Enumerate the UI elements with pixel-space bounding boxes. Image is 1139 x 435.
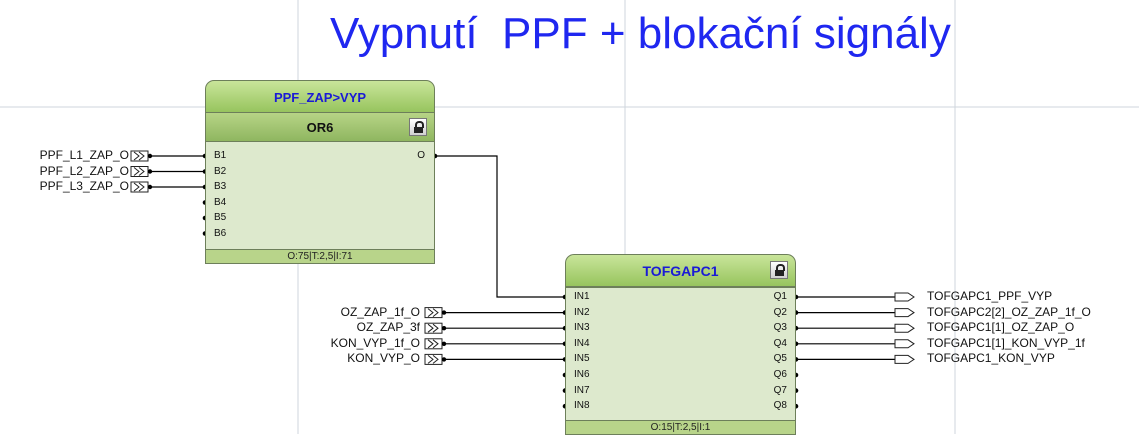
tofgapc1-block-body bbox=[565, 287, 796, 421]
tofgapc1-input-pin: IN2 bbox=[574, 306, 590, 318]
tofgapc1-output-pin: Q5 bbox=[773, 353, 787, 365]
tofgapc1-input-pin: IN3 bbox=[574, 322, 590, 334]
tofgapc1-output-signal-label: TOFGAPC2[2]_OZ_ZAP_1f_O bbox=[927, 304, 1091, 319]
tofgapc1-input-signal-label: KON_VYP_O bbox=[347, 351, 420, 366]
or6-block-body bbox=[205, 141, 435, 250]
tofgapc1-input-connector bbox=[424, 322, 447, 334]
tofgapc1-block-header: TOFGAPC1 bbox=[565, 254, 796, 287]
tofgapc1-output-pin: Q6 bbox=[773, 369, 787, 380]
or6-input-signal-label: PPF_L2_ZAP_O bbox=[39, 163, 129, 178]
tofgapc1-output-connector bbox=[894, 339, 915, 349]
tofgapc1-output-pin: Q3 bbox=[773, 322, 787, 334]
tofgapc1-input-pin: IN7 bbox=[574, 384, 590, 396]
lock-icon[interactable] bbox=[409, 118, 427, 136]
tofgapc1-input-pin: IN4 bbox=[574, 337, 590, 349]
wires bbox=[152, 155, 895, 360]
tofgapc1-output-pin: Q1 bbox=[773, 291, 787, 302]
tofgapc1-input-pin: IN8 bbox=[574, 400, 590, 412]
or6-input-pin: B1 bbox=[214, 150, 227, 161]
tofgapc1-input-pin: IN1 bbox=[574, 291, 590, 302]
tofgapc1-block-footer: O:15|T:2,5|I:1 bbox=[565, 421, 796, 435]
tofgapc1-block-title: TOFGAPC1 bbox=[642, 263, 719, 279]
lock-icon[interactable] bbox=[770, 261, 788, 279]
tofgapc1-input-pin: IN6 bbox=[574, 369, 590, 380]
tofgapc1-output-connector bbox=[894, 292, 915, 302]
or6-output-pin: O bbox=[417, 150, 425, 161]
or6-block-type: OR6 bbox=[306, 120, 334, 135]
or6-block-header: PPF_ZAP>VYP bbox=[205, 80, 435, 113]
page-title: Vypnutí PPF + blokační signály bbox=[330, 9, 951, 58]
tofgapc1-output-connector bbox=[894, 354, 915, 364]
tofgapc1-input-connector bbox=[424, 338, 447, 350]
or6-block-footer: O:75|T:2,5|I:71 bbox=[205, 250, 435, 264]
or6-input-connector bbox=[130, 181, 153, 193]
tofgapc1-output-pin: Q7 bbox=[773, 384, 787, 396]
tofgapc1-output-pin: Q2 bbox=[773, 306, 787, 318]
signal-connectors bbox=[130, 150, 915, 365]
or6-input-connector bbox=[130, 166, 153, 177]
or6-input-connector bbox=[130, 150, 153, 162]
or6-block-type-bar: OR6 bbox=[205, 113, 435, 141]
tofgapc1-output-signal-label: TOFGAPC1[1]_OZ_ZAP_O bbox=[927, 320, 1075, 335]
tofgapc1-output-connector bbox=[894, 323, 915, 333]
tofgapc1-input-connector bbox=[424, 353, 447, 365]
tofgapc1-output-signal-label: TOFGAPC1[1]_KON_VYP_1f bbox=[927, 335, 1085, 350]
or6-input-signal-label: PPF_L3_ZAP_O bbox=[39, 179, 129, 193]
tofgapc1-output-pin: Q8 bbox=[773, 400, 787, 412]
tofgapc1-input-signal-label: OZ_ZAP_3f bbox=[356, 320, 420, 335]
or6-input-pin: B4 bbox=[214, 196, 227, 208]
or6-input-pin: B2 bbox=[214, 165, 227, 177]
wire-or6-to-tofgapc1 bbox=[435, 155, 565, 298]
or6-input-pin: B5 bbox=[214, 212, 227, 223]
tofgapc1-output-connector bbox=[894, 308, 915, 318]
tofgapc1-output-signal-label: TOFGAPC1_PPF_VYP bbox=[927, 289, 1053, 303]
or6-input-pin: B3 bbox=[214, 181, 227, 192]
tofgapc1-input-signal-label: OZ_ZAP_1f_O bbox=[340, 304, 420, 319]
tofgapc1-output-pin: Q4 bbox=[773, 337, 787, 349]
or6-input-pin: B6 bbox=[214, 227, 227, 239]
tofgapc1-output-signal-label: TOFGAPC1_KON_VYP bbox=[927, 351, 1055, 366]
or6-input-signal-label: PPF_L1_ZAP_O bbox=[39, 148, 129, 162]
tofgapc1-input-pin: IN5 bbox=[574, 353, 590, 365]
tofgapc1-input-connector bbox=[424, 307, 447, 319]
or6-block-title: PPF_ZAP>VYP bbox=[273, 90, 367, 105]
tofgapc1-input-signal-label: KON_VYP_1f_O bbox=[330, 335, 420, 350]
